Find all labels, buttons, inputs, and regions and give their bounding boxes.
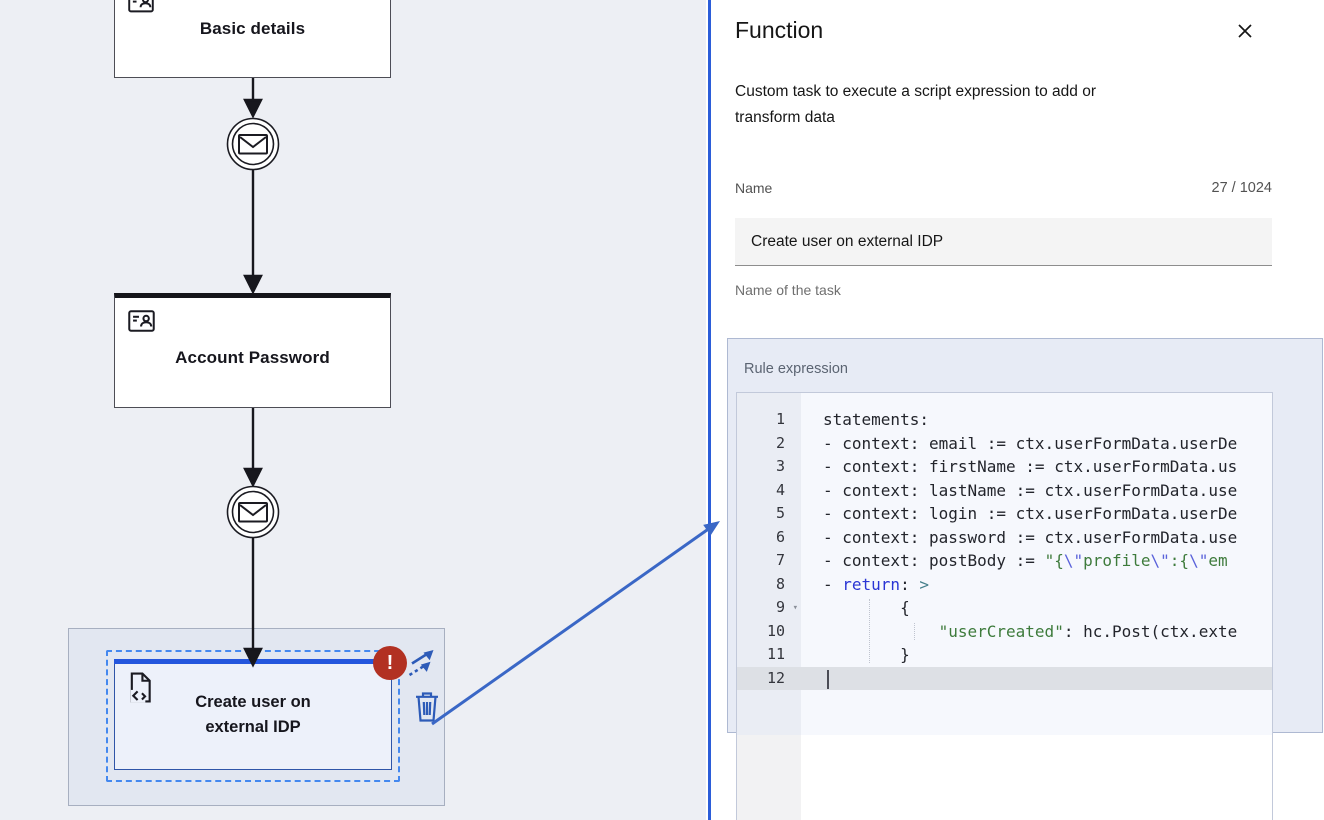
code-line[interactable]: - context: email := ctx.userFormData.use…	[823, 433, 1238, 453]
node-accent-bar	[114, 659, 394, 664]
exclamation-icon: !	[386, 651, 394, 674]
id-card-icon	[128, 310, 155, 337]
char-counter: 27 / 1024	[1211, 180, 1272, 196]
details-panel: Function Custom task to execute a script…	[711, 0, 1324, 820]
name-field-label: Name	[735, 180, 773, 196]
jump-to-target-button[interactable]	[406, 647, 442, 683]
code-line[interactable]	[801, 666, 1272, 690]
name-helper-text: Name of the task	[735, 282, 841, 298]
code-line[interactable]: - context: lastName := ctx.userFormData.…	[823, 480, 1238, 500]
line-number: 1	[775, 410, 785, 428]
flow-node-account-password[interactable]: Account Password	[114, 293, 391, 408]
flow-canvas[interactable]: Basic details Account Password	[0, 0, 706, 820]
code-line[interactable]: - context: postBody := "{\"profile\":{\"…	[823, 551, 1228, 570]
line-number: 8	[775, 574, 785, 593]
code-lines[interactable]: statements: - context: email := ctx.userF…	[801, 393, 1272, 820]
name-input[interactable]	[735, 218, 1272, 266]
panel-title: Function	[735, 17, 824, 43]
panel-divider	[708, 0, 711, 820]
text-cursor	[827, 669, 829, 689]
line-number: 10	[766, 621, 785, 640]
indent-guide	[914, 623, 915, 640]
line-number: 3	[775, 457, 785, 475]
node-label: Basic details	[199, 19, 306, 38]
script-icon	[127, 672, 154, 708]
code-line[interactable]: "userCreated": hc.Post(ctx.exte	[938, 621, 1238, 641]
close-button[interactable]	[1233, 20, 1257, 44]
close-icon	[1235, 23, 1255, 44]
indent-guide	[869, 599, 870, 663]
code-line[interactable]: - context: password := ctx.userFormData.…	[823, 527, 1238, 547]
error-badge: !	[373, 646, 407, 680]
code-line[interactable]: - context: login := ctx.userFormData.use…	[823, 504, 1238, 523]
trash-icon	[412, 692, 442, 726]
line-number: 4	[775, 480, 785, 499]
flow-node-basic-details[interactable]: Basic details	[114, 0, 391, 78]
line-number: 2	[775, 433, 785, 452]
code-line[interactable]: statements:	[823, 410, 929, 429]
node-label: Create user on external IDP	[195, 693, 311, 736]
rule-expression-label: Rule expression	[744, 361, 848, 377]
code-line[interactable]: - return: >	[823, 574, 929, 594]
code-line[interactable]: }	[823, 645, 910, 664]
line-number: 6	[775, 527, 785, 546]
panel-description: Custom task to execute a script expressi…	[735, 83, 1096, 126]
line-number: 7	[775, 551, 785, 569]
jump-arrows-icon	[406, 650, 442, 686]
node-label: Account Password	[175, 348, 330, 367]
line-number: 5	[775, 504, 785, 522]
line-number: 12	[737, 666, 801, 690]
code-line[interactable]: - context: firstName := ctx.userFormData…	[823, 457, 1238, 476]
fold-caret-icon[interactable]: ▾	[792, 603, 798, 613]
code-line[interactable]: {	[823, 598, 910, 617]
line-number: 9▾	[737, 596, 801, 620]
form-icon	[128, 0, 154, 18]
flow-node-create-user[interactable]: Create user on external IDP	[114, 659, 394, 770]
delete-node-button[interactable]	[412, 691, 442, 723]
line-number: 11	[766, 645, 785, 663]
